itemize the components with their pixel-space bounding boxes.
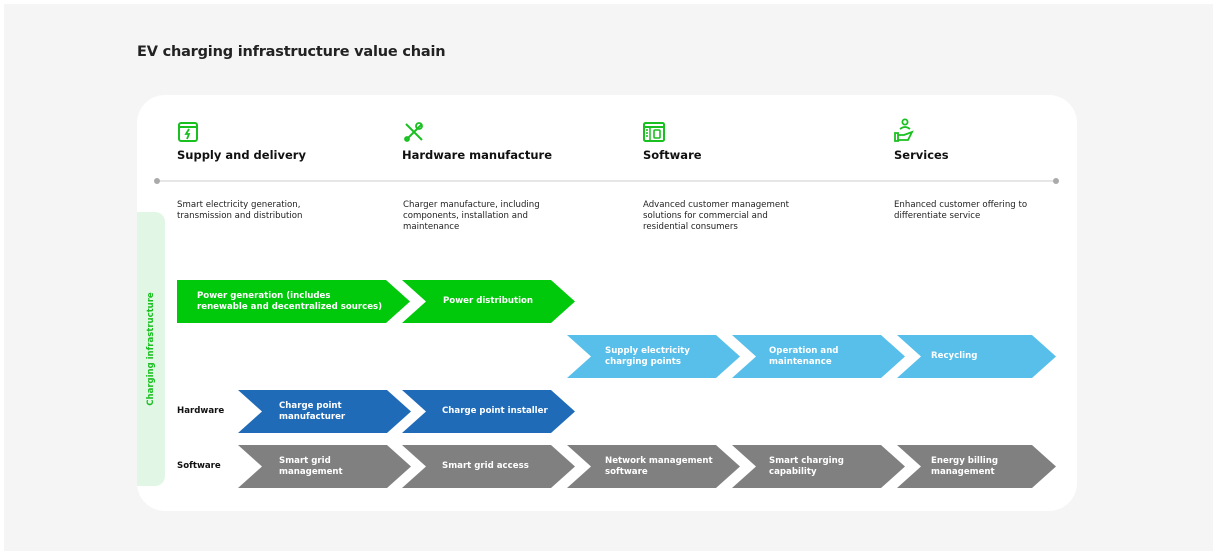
column-description-supply: Smart electricity generation, transmissi… <box>177 200 303 221</box>
wrench-screwdriver-icon <box>404 122 423 142</box>
chevron-operation-maintenance: Operation and maintenance <box>732 335 905 378</box>
chevron-network-management-software: Network management software <box>567 445 740 488</box>
timeline-end-dot <box>1053 178 1059 184</box>
column-description-hardware: Charger manufacture, including component… <box>403 200 540 232</box>
chevron-charge-point-installer: Charge point installer <box>402 390 575 433</box>
chevron-energy-billing-management: Energy billing management <box>897 445 1056 488</box>
column-title-software: Software <box>643 148 702 162</box>
charging-infrastructure-band <box>137 212 165 486</box>
chevron-charge-point-manufacturer: Charge point manufacturer <box>238 390 411 433</box>
chevron-smart-grid-access: Smart grid access <box>402 445 575 488</box>
chevron-smart-charging-capability: Smart charging capability <box>732 445 905 488</box>
chevron-recycling: Recycling <box>897 335 1056 378</box>
row-label-hardware: Hardware <box>177 406 225 416</box>
timeline-divider <box>157 180 1056 182</box>
chevron-power-distribution: Power distribution <box>402 280 575 323</box>
column-title-hardware: Hardware manufacture <box>402 148 552 162</box>
lightning-panel-icon <box>178 122 198 142</box>
column-title-services: Services <box>894 148 949 162</box>
column-description-services: Enhanced customer offering to differenti… <box>894 200 1028 221</box>
column-title-supply: Supply and delivery <box>177 148 306 162</box>
hand-person-icon <box>894 118 914 142</box>
column-description-software: Advanced customer management solutions f… <box>643 200 789 232</box>
timeline-start-dot <box>154 178 160 184</box>
page-title: EV charging infrastructure value chain <box>137 44 446 60</box>
row-label-software: Software <box>177 461 221 471</box>
charging-infrastructure-label: Charging infrastructure <box>146 292 156 406</box>
chevron-smart-grid-management: Smart grid management <box>238 445 411 488</box>
software-window-icon <box>643 122 665 142</box>
chevron-power-generation: Power generation (includes renewable and… <box>177 280 410 323</box>
chevron-supply-electricity: Supply electricity charging points <box>567 335 740 378</box>
